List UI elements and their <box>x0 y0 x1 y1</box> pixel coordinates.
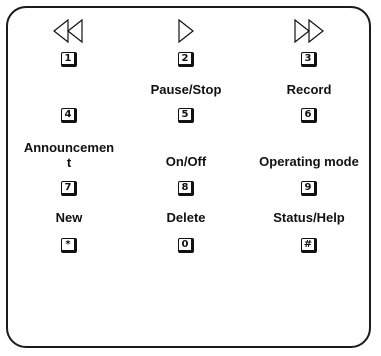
key-hash[interactable]: # <box>301 238 317 253</box>
rewind-icon <box>8 18 130 44</box>
announcement-label: Announcemen t <box>23 140 115 170</box>
key-1[interactable]: 1 <box>61 52 77 67</box>
delete-label: Delete <box>166 210 206 225</box>
key-9[interactable]: 9 <box>301 181 317 196</box>
play-icon <box>125 18 247 44</box>
key-3[interactable]: 3 <box>301 52 317 67</box>
operating-mode-label: Operating mode <box>259 154 359 169</box>
fast-forward-icon <box>248 18 370 44</box>
new-label: New <box>55 210 83 225</box>
pause-stop-label: Pause/Stop <box>150 82 222 97</box>
key-4[interactable]: 4 <box>61 108 77 123</box>
record-label: Record <box>286 82 332 97</box>
key-6[interactable]: 6 <box>301 108 317 123</box>
on-off-label: On/Off <box>165 154 207 169</box>
key-7[interactable]: 7 <box>61 181 77 196</box>
key-2[interactable]: 2 <box>178 52 194 67</box>
key-0[interactable]: 0 <box>178 238 194 253</box>
status-help-label: Status/Help <box>273 210 345 225</box>
key-8[interactable]: 8 <box>178 181 194 196</box>
key-star[interactable]: * <box>61 238 77 253</box>
key-5[interactable]: 5 <box>178 108 194 123</box>
